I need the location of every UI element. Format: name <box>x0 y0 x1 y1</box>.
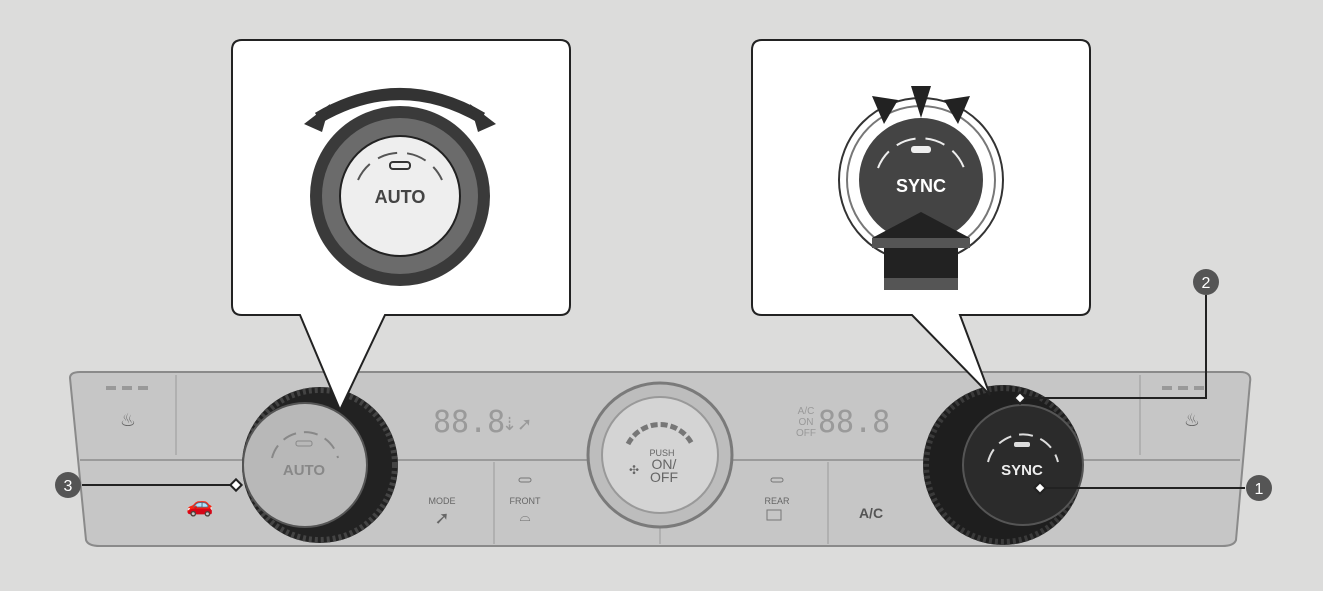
svg-text:3: 3 <box>64 478 73 495</box>
rear-defrost-button[interactable]: REAR <box>764 477 790 521</box>
right-temperature-knob[interactable]: SYNC <box>923 385 1084 545</box>
svg-text:1: 1 <box>1255 481 1264 498</box>
front-defrost-button[interactable]: FRONT ⌓ <box>510 477 541 524</box>
ac-status-display: A/C ON OFF <box>796 406 816 439</box>
fan-knob[interactable]: PUSH ✣ ON/ OFF <box>586 381 734 529</box>
svg-text:ON: ON <box>799 417 814 428</box>
right-callout: SYNC <box>751 39 1091 396</box>
seat-heater-icon: ♨ <box>1184 410 1200 430</box>
fan-icon: ✣ <box>629 463 639 477</box>
svg-text:OFF: OFF <box>796 428 816 439</box>
svg-text:A/C: A/C <box>798 406 815 417</box>
mode-button[interactable]: MODE ➚ <box>429 496 456 528</box>
rear-defrost-icon <box>766 509 782 521</box>
left-temperature-knob[interactable]: AUTO <box>242 387 398 543</box>
marker-lines <box>82 295 1245 489</box>
svg-text:PUSH: PUSH <box>649 448 674 458</box>
airflow-mode-icon: ➚ <box>434 508 449 528</box>
rotate-arrow-icon <box>314 88 486 124</box>
right-seat-heater-button[interactable]: ♨ <box>1162 386 1204 430</box>
svg-text:OFF: OFF <box>650 469 678 485</box>
svg-text:FRONT: FRONT <box>510 496 541 506</box>
marker-2: 2 <box>1193 269 1219 295</box>
left-temp-display: 88.8 <box>433 405 505 440</box>
right-temp-display: 88.8 <box>818 405 890 440</box>
press-indicator-icon <box>872 96 898 124</box>
svg-text:2: 2 <box>1202 275 1211 292</box>
auto-button[interactable]: AUTO <box>283 462 326 479</box>
defrost-airflow-icon: ⇣➚ <box>502 414 532 434</box>
ac-button[interactable]: A/C <box>859 505 883 521</box>
sync-button[interactable]: SYNC <box>1001 462 1043 479</box>
front-defrost-icon: ⌓ <box>519 508 530 524</box>
seat-heater-icon: ♨ <box>120 410 136 430</box>
car-recirculation-icon: 🚗 <box>186 492 213 517</box>
svg-text:REAR: REAR <box>764 496 790 506</box>
marker-3: 3 <box>55 472 81 498</box>
callout-auto-label: AUTO <box>375 187 426 207</box>
callout-sync-label: SYNC <box>896 176 946 196</box>
recirculation-button[interactable]: 🚗 <box>186 492 213 517</box>
left-callout: AUTO <box>231 39 571 413</box>
marker-1: 1 <box>1246 475 1272 501</box>
push-arrow-icon <box>872 212 970 290</box>
svg-text:A/C: A/C <box>859 505 883 521</box>
left-seat-heater-button[interactable]: ♨ <box>106 386 148 430</box>
svg-text:ON/: ON/ <box>652 456 677 472</box>
svg-text:MODE: MODE <box>429 496 456 506</box>
